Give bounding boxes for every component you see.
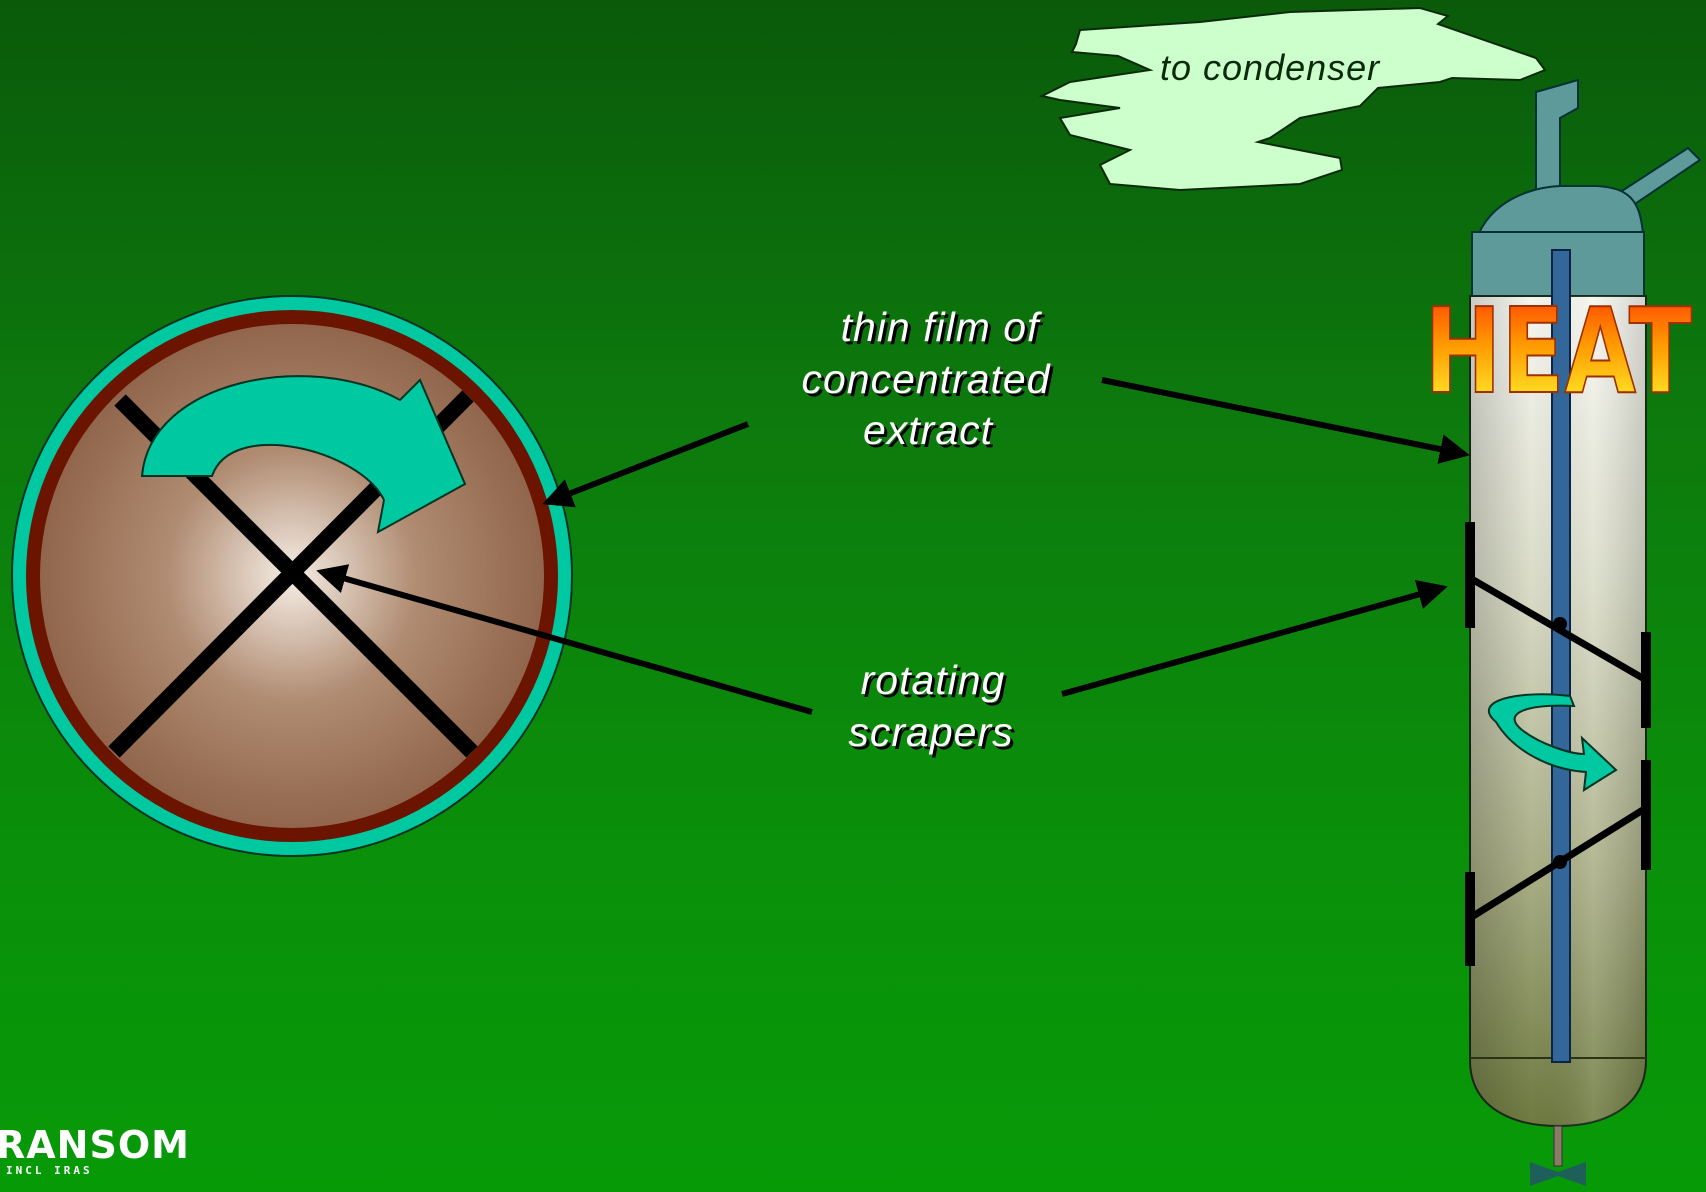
evaporator-vessel: HEAT (1424, 80, 1700, 1186)
thin-film-line-2: concentrated (801, 356, 1050, 402)
cross-section (12, 296, 572, 856)
vapor-outlet-pipe (1536, 80, 1578, 196)
condenser-cloud: to condenser (1042, 8, 1545, 190)
ransom-logo: RANSOM INCL IRAS (0, 1123, 190, 1177)
arrow-film-right (1102, 380, 1464, 454)
rotating-scrapers-label: rotating rotating scrapers scrapers (848, 657, 1016, 758)
rotating-line-1: rotating (861, 657, 1006, 703)
drain-pipe (1554, 1126, 1562, 1166)
heat-label-group: HEAT (1424, 282, 1692, 420)
thin-film-label: thin film of thin film of concentrated c… (801, 304, 1053, 456)
logo-main-text: RANSOM (0, 1123, 190, 1167)
to-condenser-label: to condenser (1160, 47, 1381, 88)
logo-sub-text: INCL IRAS (6, 1164, 93, 1177)
thin-film-line-1: thin film of (841, 304, 1042, 350)
arrow-scraper-right (1062, 588, 1442, 694)
scraper-hinge (1553, 617, 1567, 631)
cloud-shape (1042, 8, 1545, 190)
arrow-film-left (548, 424, 748, 502)
heat-label: HEAT (1424, 282, 1692, 420)
thin-film-line-3: extract (863, 407, 994, 453)
scraper-hinge (1553, 855, 1567, 869)
rotating-line-2: scrapers (848, 709, 1013, 755)
